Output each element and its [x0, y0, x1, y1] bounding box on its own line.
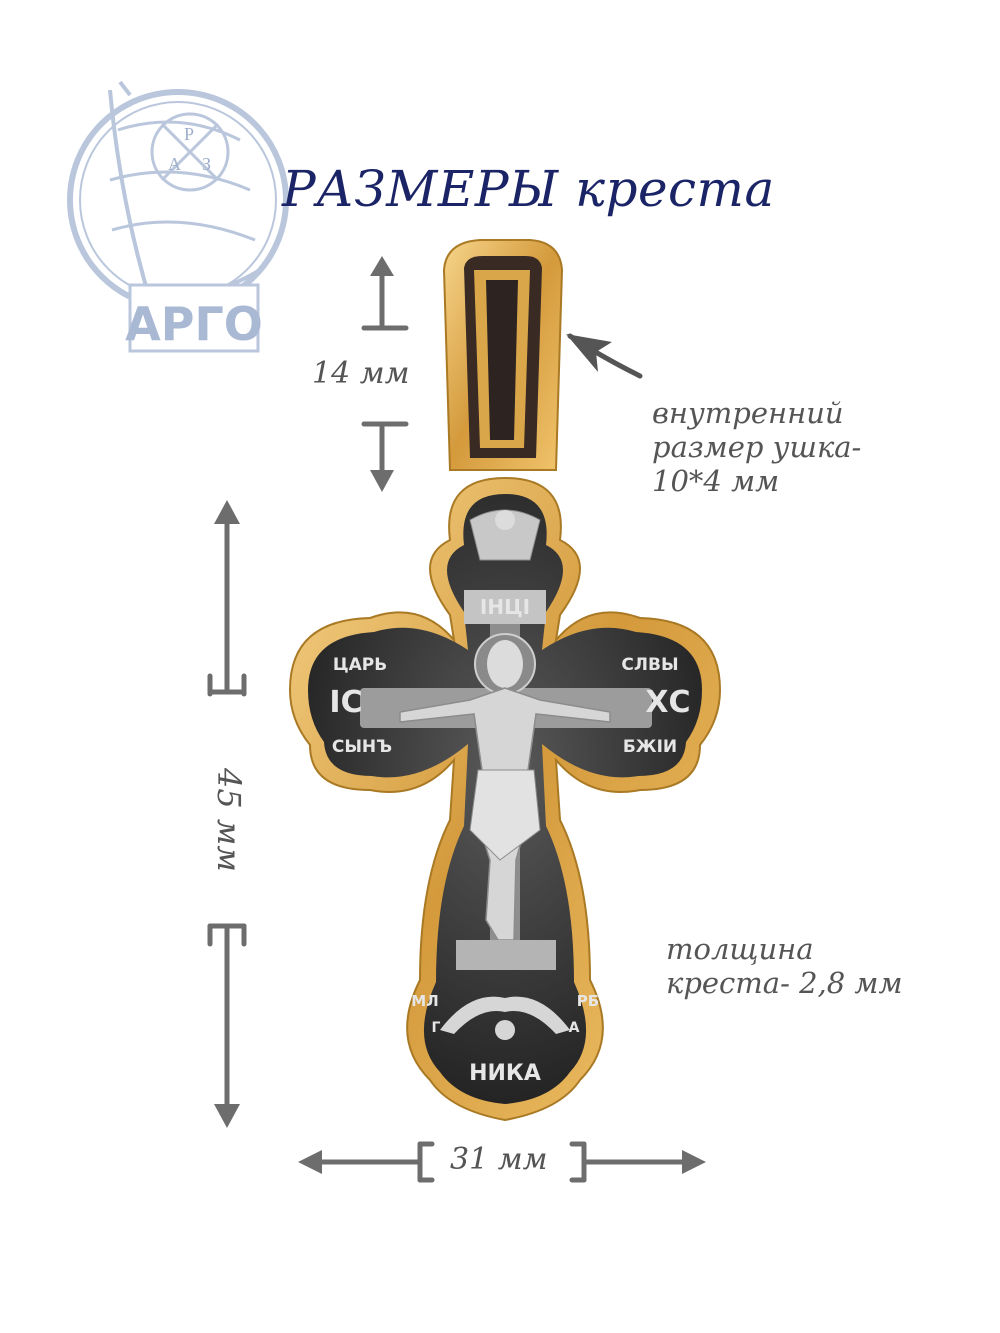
dimension-width: [298, 1141, 706, 1183]
inscription-bottom-right-2: А: [569, 1020, 580, 1036]
inscription-bottom: НИКА: [469, 1061, 541, 1086]
dimension-height: [207, 500, 247, 1128]
logo-wordmark: АРГО: [125, 297, 263, 351]
pointer-arrow-bail: [566, 333, 643, 379]
inscription-bottom-left-2: Г: [432, 1020, 441, 1036]
inscription-left-mid: ІС: [329, 685, 362, 720]
inscription-left-top: ЦАРЬ: [333, 655, 387, 675]
bail-inner-size-note: внутренний размер ушка- 10*4 мм: [652, 396, 861, 498]
cross-bail: [442, 239, 564, 471]
inscription-bottom-right: РБ: [577, 992, 599, 1010]
thickness-note-line-2: креста- 2,8 мм: [666, 966, 903, 1000]
logo-monogram-a: А: [168, 154, 181, 174]
cross-width-label: 31 мм: [450, 1142, 548, 1177]
logo-monogram-r: Р: [184, 124, 194, 144]
logo-monogram-z: З: [202, 154, 211, 174]
cross-pendant: [288, 476, 722, 1122]
bail-note-line-2: размер ушка-: [652, 430, 862, 464]
bail-height-label: 14 мм: [312, 356, 410, 391]
inscription-bottom-left: МЛ: [411, 992, 438, 1010]
inscription-right-mid: ХС: [645, 685, 690, 720]
inscription-top: ІНЦІ: [480, 595, 530, 619]
thickness-note: толщина креста- 2,8 мм: [666, 932, 903, 1000]
cross-height-label: 45 мм: [210, 768, 248, 872]
inscription-left-bottom: СЫНЪ: [332, 737, 392, 757]
dimension-bail: [361, 256, 409, 492]
bail-note-line-1: внутренний: [652, 396, 844, 430]
inscription-right-bottom: БЖІИ: [623, 737, 677, 757]
thickness-note-line-1: толщина: [666, 932, 814, 966]
bail-note-line-3: 10*4 мм: [652, 464, 780, 498]
inscription-right-top: СЛВЫ: [621, 655, 678, 675]
argo-logo: [67, 80, 289, 353]
page-title: РАЗМЕРЫ креста: [282, 160, 775, 218]
